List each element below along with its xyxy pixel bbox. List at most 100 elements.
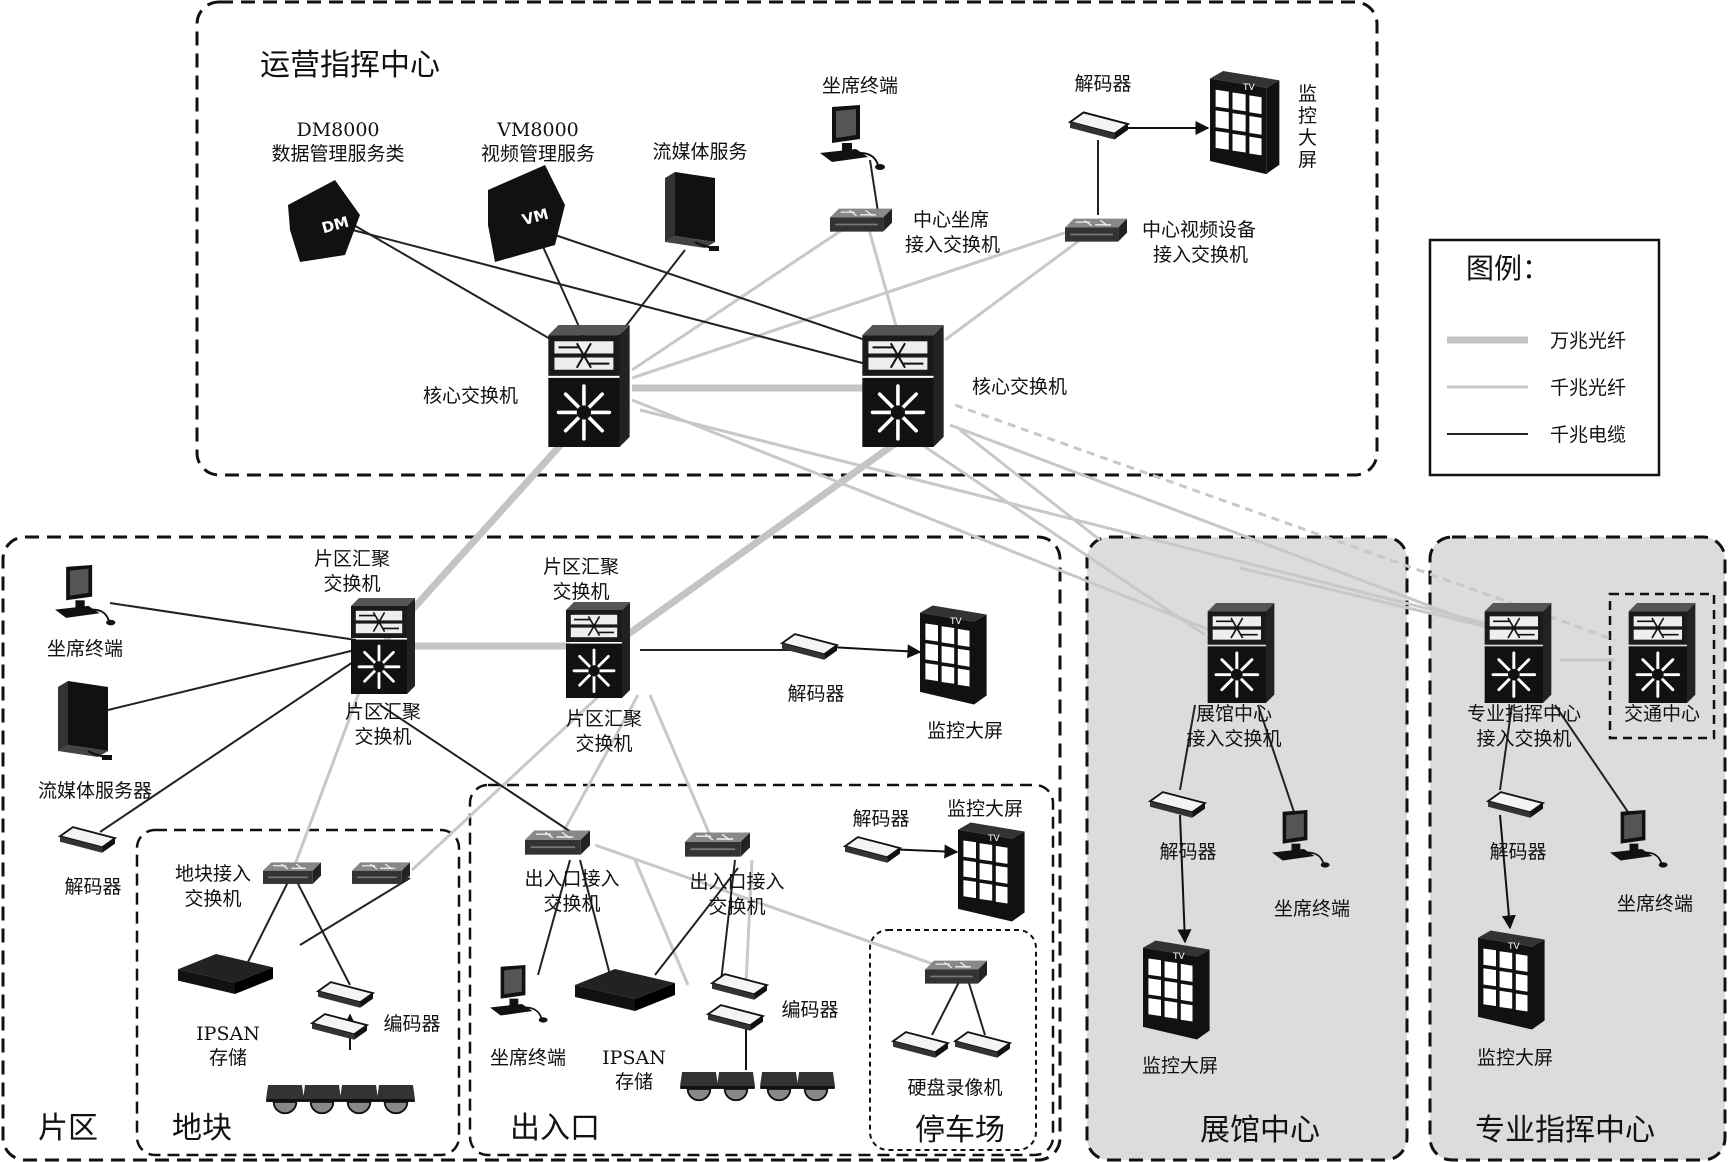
zone-title-expo: 展馆中心	[1200, 1113, 1320, 1148]
entrance-camera-4	[796, 1071, 836, 1102]
entrance-decoder-icon	[844, 836, 901, 864]
ops-wall-label-4: 屏	[1298, 149, 1317, 171]
expo-terminal-label: 坐席终端	[1274, 898, 1350, 920]
agg-switch-bottom-right-label-1: 片区汇聚	[566, 708, 642, 730]
entrance-switch-left-icon	[524, 829, 591, 856]
district-stream-server-icon	[56, 679, 114, 762]
district-decoder: 解码器	[59, 826, 122, 898]
vm-desc-label: 视频管理服务	[481, 143, 595, 165]
entrance-decoder-label: 解码器	[852, 808, 909, 830]
command-wall-tv-mark: TV	[1507, 942, 1520, 952]
agg-switch-bottom-left-label-1: 片区汇聚	[345, 701, 421, 723]
agg-switch-right: 片区汇聚 交换机 片区汇聚 交换机	[543, 556, 642, 755]
parking-nvr-1-icon	[892, 1031, 949, 1059]
parking: 硬盘录像机 停车场	[892, 959, 1011, 1148]
block-camera-1	[265, 1084, 305, 1115]
center-video-switch-icon	[1064, 217, 1128, 243]
expo-switch-label-1: 展馆中心	[1196, 703, 1272, 725]
zone-title-entrance: 出入口	[510, 1111, 600, 1146]
center-seat-switch-icon	[829, 207, 893, 233]
agg-switch-left-icon	[349, 596, 417, 696]
links-1g-fiber	[291, 216, 1615, 986]
block-cameras	[265, 1084, 416, 1115]
district-stream-server: 流媒体服务器	[38, 679, 152, 802]
command-switch-label-2: 接入交换机	[1476, 728, 1571, 750]
zone-parking	[869, 929, 1037, 1151]
expo-center: 展馆中心 接入交换机 解码器 坐席终端 TV 监控大屏 展馆中心	[1142, 601, 1350, 1148]
agg-switch-top-right-label-1: 片区汇聚	[543, 556, 619, 578]
links-10g-fiber	[382, 384, 903, 650]
zone-entrance	[468, 783, 1055, 1157]
block-camera-2	[302, 1084, 342, 1115]
center-seat-switch-label-1: 中心坐席	[913, 209, 989, 231]
agg-switch-right-icon	[564, 600, 632, 700]
center-seat-switch-label-2: 接入交换机	[905, 234, 1000, 256]
links-1g-cable	[99, 140, 1631, 1036]
center-video-switch-label-1: 中心视频设备	[1142, 219, 1256, 241]
ops-terminal-label: 坐席终端	[822, 75, 898, 97]
entrance-camera-2	[716, 1071, 756, 1102]
center-seat-switch: 中心坐席 接入交换机	[829, 207, 1000, 256]
block-switch-1-icon	[262, 861, 322, 885]
stream-service-label: 流媒体服务	[652, 141, 747, 163]
entrance-terminal-label: 坐席终端	[490, 1047, 566, 1069]
entrance-terminal: 坐席终端	[489, 964, 566, 1069]
entrance-decoder: 解码器	[844, 808, 910, 864]
district-terminal-icon	[54, 564, 117, 627]
block-encoder-label: 编码器	[383, 1013, 440, 1035]
district-decoder-2: 解码器	[781, 633, 845, 705]
parking-nvr-2-icon	[954, 1031, 1011, 1059]
expo-wall-tv-mark: TV	[1172, 952, 1185, 962]
vm-model-label: VM8000	[496, 119, 579, 141]
dm-server-icon	[288, 180, 360, 262]
zone-title-parking: 停车场	[915, 1113, 1005, 1148]
entrance-switch-left-label-2: 交换机	[543, 893, 600, 915]
district-decoder-2-icon	[781, 633, 838, 661]
core-switch-right-label: 核心交换机	[972, 376, 1067, 398]
district-decoder-2-label: 解码器	[787, 683, 844, 705]
ops-terminal-icon	[819, 104, 886, 171]
ops-decoder-icon	[1069, 111, 1129, 141]
block-switch-label-1: 地块接入	[175, 863, 251, 885]
block-switches: 地块接入 交换机	[175, 861, 411, 910]
zone-title-district: 片区	[38, 1111, 98, 1146]
district-terminal-label: 坐席终端	[47, 638, 123, 660]
block-camera-4	[376, 1084, 416, 1115]
entrance-encoder-2-icon	[707, 1004, 764, 1032]
expo-wall-label: 监控大屏	[1142, 1055, 1218, 1077]
zone-title-block: 地块	[172, 1111, 232, 1146]
entrance-switch-left-label-1: 出入口接入	[524, 868, 619, 890]
links-arrows	[343, 121, 1516, 1070]
ops-wall-label-1: 监	[1298, 83, 1317, 105]
zone-district	[1, 535, 1062, 1162]
agg-switch-left: 片区汇聚 交换机 片区汇聚 交换机	[314, 548, 421, 748]
entrance-storage-label-1: IPSAN	[602, 1047, 666, 1069]
district-decoder-label: 解码器	[64, 876, 121, 898]
entrance-storage: IPSAN 存储	[575, 969, 675, 1093]
expo-switch-label-2: 接入交换机	[1186, 728, 1281, 750]
district-monitor-wall: TV 监控大屏	[920, 605, 1003, 742]
block-encoder-1-icon	[317, 981, 374, 1009]
entrance-wall-label: 监控大屏	[947, 798, 1023, 820]
ops-decoder-label: 解码器	[1074, 73, 1131, 95]
ops-wall-tv-mark: TV	[1242, 83, 1255, 93]
district-wall-tv-mark: TV	[949, 617, 962, 627]
command-decoder-label: 解码器	[1489, 841, 1546, 863]
block-switch-2-icon	[351, 861, 411, 885]
dm-server: DM8000 数据管理服务类 DM	[271, 119, 405, 262]
link-core-traffic-dashed	[954, 403, 1616, 642]
stream-server-icon	[664, 171, 720, 252]
command-switch-label-1: 专业指挥中心	[1467, 703, 1581, 725]
stream-service: 流媒体服务	[652, 141, 748, 252]
entrance-storage-label-2: 存储	[615, 1071, 653, 1093]
agg-switch-top-left-label-2: 交换机	[323, 573, 380, 595]
legend-title: 图例：	[1466, 252, 1550, 285]
block-camera-3	[339, 1084, 379, 1115]
zone-block	[135, 828, 461, 1157]
expo-switch-icon	[1206, 601, 1276, 705]
parking-switch-icon	[924, 959, 988, 985]
command-switch-icon	[1483, 601, 1553, 705]
district-decoder-icon	[59, 826, 116, 854]
